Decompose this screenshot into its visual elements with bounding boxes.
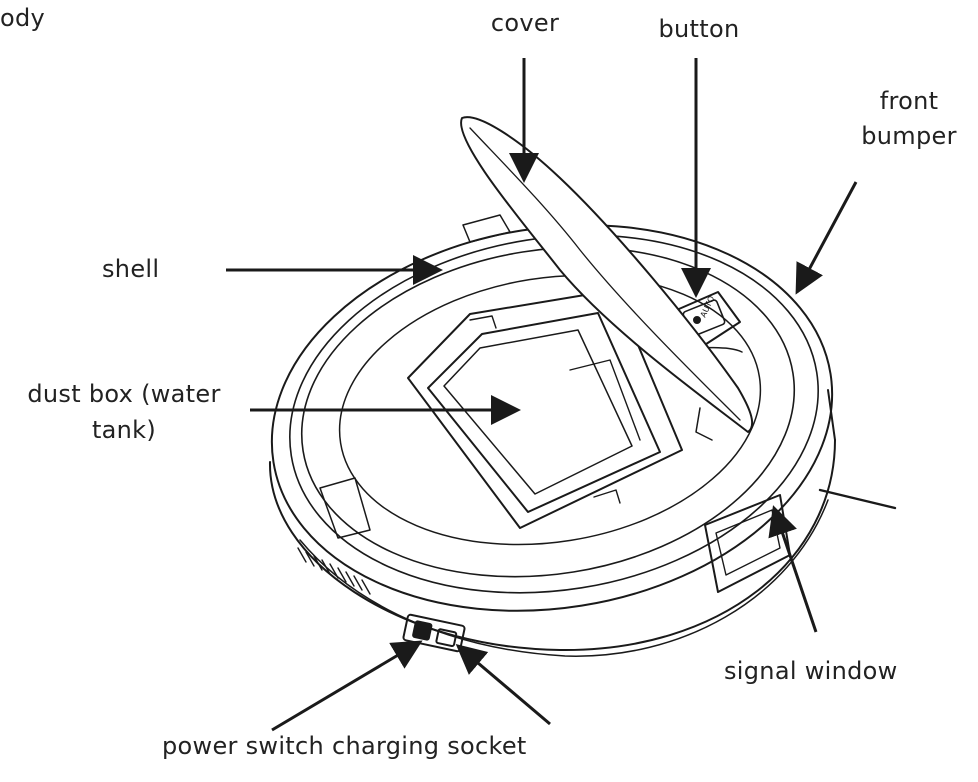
label-shell: shell [102, 254, 159, 284]
label-signal-window: signal window [724, 656, 898, 686]
label-front-bumper-line1: front [850, 86, 968, 116]
charging-socket-arrow [458, 646, 550, 724]
label-body: ody [0, 3, 45, 33]
pointer-arrows [226, 58, 856, 730]
robot-side-skirt [270, 440, 835, 650]
label-dust-box-line1: dust box (water [4, 379, 244, 409]
power-switch-arrow [272, 642, 420, 730]
label-front-bumper-line2: bumper [850, 121, 968, 151]
label-cover: cover [470, 8, 580, 38]
label-dust-box-line2: tank) [4, 415, 244, 445]
front-bumper-arrow [797, 182, 856, 292]
robot-lower-edge [300, 500, 828, 656]
label-power-switch-charging-socket: power switch charging socket [162, 731, 527, 761]
side-brush [820, 490, 895, 508]
label-button: button [634, 14, 764, 44]
